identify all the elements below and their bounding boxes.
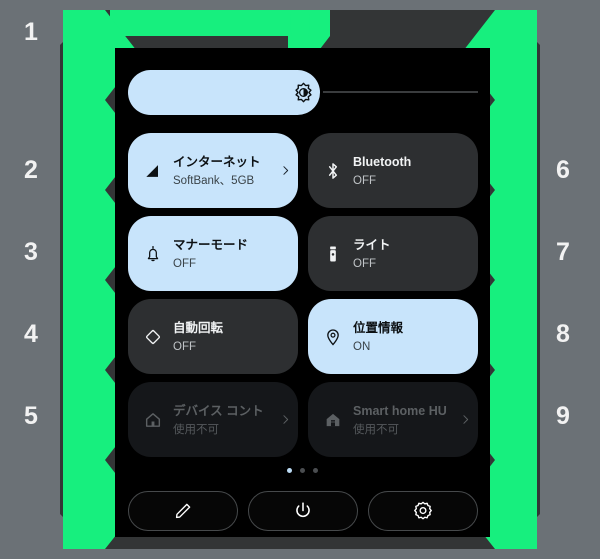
bell-icon [142,243,164,265]
annotation-number-4: 4 [24,320,38,348]
power-icon [296,502,310,518]
tile-subtitle: OFF [173,340,196,353]
tile-text: Smart home HU 使用不可 [353,402,456,438]
tile-bluetooth[interactable]: Bluetooth OFF [308,133,478,208]
tile-subtitle: 使用不可 [173,423,219,436]
brightness-slider-fill[interactable] [128,70,320,115]
annotation-number-7: 7 [556,238,570,266]
annotation-number-5: 5 [24,402,38,430]
tile-location[interactable]: 位置情報 ON [308,299,478,374]
quick-settings-panel: インターネット SoftBank、5GB Bluetooth [115,48,490,537]
tile-subtitle: 使用不可 [353,423,399,436]
tile-internet[interactable]: インターネット SoftBank、5GB [128,133,298,208]
tile-title: デバイス コント [173,403,264,418]
brightness-slider-track[interactable] [323,91,478,93]
signal-triangle-icon [142,160,164,182]
tile-row: マナーモード OFF ライト OFF [128,216,478,291]
tile-row: デバイス コント 使用不可 [128,382,478,457]
edit-button[interactable] [128,491,238,531]
page-dot[interactable] [300,468,305,473]
tile-title: 位置情報 [353,320,404,335]
page-dot-active[interactable] [287,468,292,473]
bluetooth-icon [322,160,344,182]
pencil-icon [175,503,191,519]
tile-text: 位置情報 ON [353,319,472,355]
tile-text: 自動回転 OFF [173,319,292,355]
annotation-number-3: 3 [24,238,38,266]
home-icon [142,409,164,431]
tile-subtitle: OFF [173,257,196,270]
tile-subtitle: OFF [353,174,376,187]
tile-subtitle: SoftBank、5GB [173,174,255,187]
footer-buttons [128,491,478,531]
tile-title: インターネット [173,154,261,169]
location-pin-icon [322,326,344,348]
tile-text: マナーモード OFF [173,236,292,272]
annotation-number-9: 9 [556,402,570,430]
tile-subtitle: OFF [353,257,376,270]
smart-home-icon [322,409,344,431]
tile-title: ライト [353,237,391,252]
tile-flashlight[interactable]: ライト OFF [308,216,478,291]
tile-title: Bluetooth [353,154,412,169]
power-button[interactable] [248,491,358,531]
chevron-right-icon[interactable] [278,161,292,181]
tiles-grid: インターネット SoftBank、5GB Bluetooth [128,133,478,465]
tile-title: マナーモード [173,237,249,252]
tile-text: ライト OFF [353,236,472,272]
flashlight-icon [322,243,344,265]
annotation-number-1: 1 [24,18,38,46]
tile-device-controls[interactable]: デバイス コント 使用不可 [128,382,298,457]
settings-button[interactable] [368,491,478,531]
brightness-slider[interactable] [128,70,478,115]
gear-icon [414,501,432,520]
chevron-right-icon[interactable] [278,410,292,430]
tile-auto-rotate[interactable]: 自動回転 OFF [128,299,298,374]
tile-title: Smart home HU [353,403,447,418]
annotation-number-2: 2 [24,156,38,184]
tile-text: デバイス コント 使用不可 [173,402,276,438]
tile-row: インターネット SoftBank、5GB Bluetooth [128,133,478,208]
auto-rotate-icon [142,326,164,348]
tile-text: Bluetooth OFF [353,153,472,189]
tile-subtitle: ON [353,340,371,353]
tile-silent-mode[interactable]: マナーモード OFF [128,216,298,291]
tile-text: インターネット SoftBank、5GB [173,153,276,189]
page-dot[interactable] [313,468,318,473]
annotation-number-8: 8 [556,320,570,348]
chevron-right-icon[interactable] [458,410,472,430]
brightness-icon [295,82,312,103]
tile-smart-home-hub[interactable]: Smart home HU 使用不可 [308,382,478,457]
page-indicator [115,468,490,473]
tile-row: 自動回転 OFF 位置情報 ON [128,299,478,374]
annotation-number-6: 6 [556,156,570,184]
tile-title: 自動回転 [173,320,224,335]
